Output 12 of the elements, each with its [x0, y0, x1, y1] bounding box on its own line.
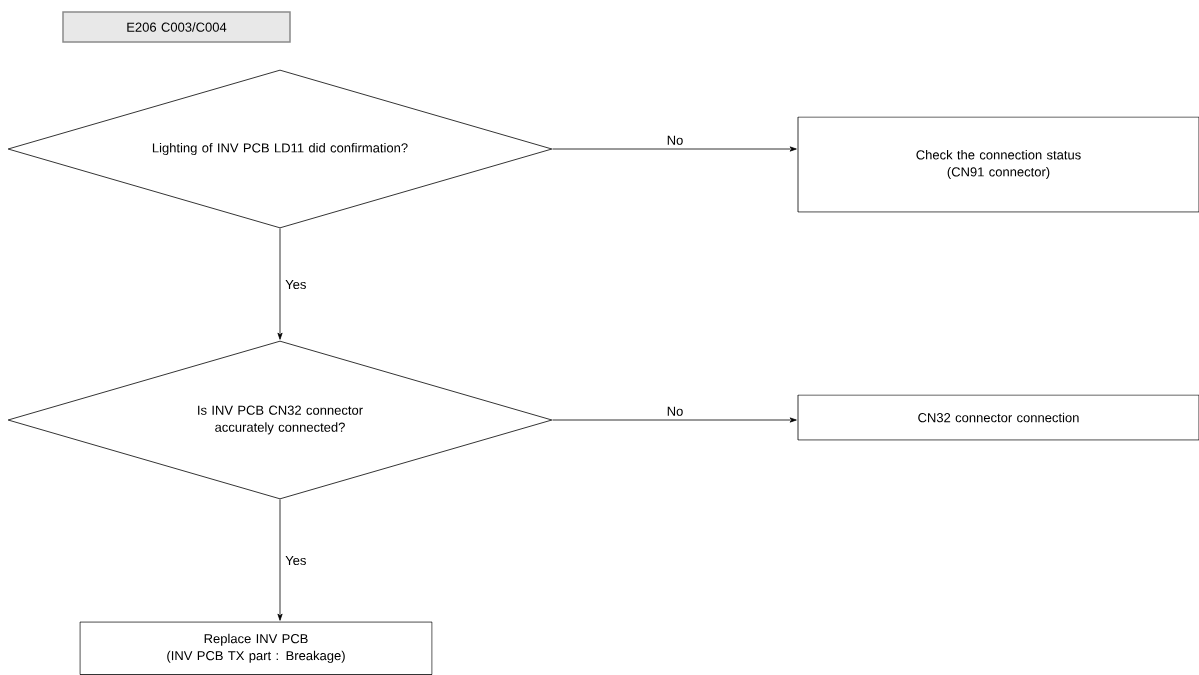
arrow — [552, 417, 797, 423]
title-box: E206 C003/C004 — [62, 11, 291, 43]
arrow — [277, 499, 283, 621]
edge-label: Yes — [284, 278, 308, 291]
edge-label: No — [665, 134, 685, 146]
edge-label: Yes — [284, 554, 308, 567]
edge-label: No — [665, 405, 685, 417]
process-box: Replace INV PCB (INV PCB TX part : Breakage) — [79, 621, 433, 675]
arrow — [277, 228, 283, 340]
process-box: Check the connection status (CN91 connector) — [797, 116, 1199, 213]
arrow — [552, 146, 797, 152]
process-box: CN32 connector connection — [797, 394, 1199, 441]
